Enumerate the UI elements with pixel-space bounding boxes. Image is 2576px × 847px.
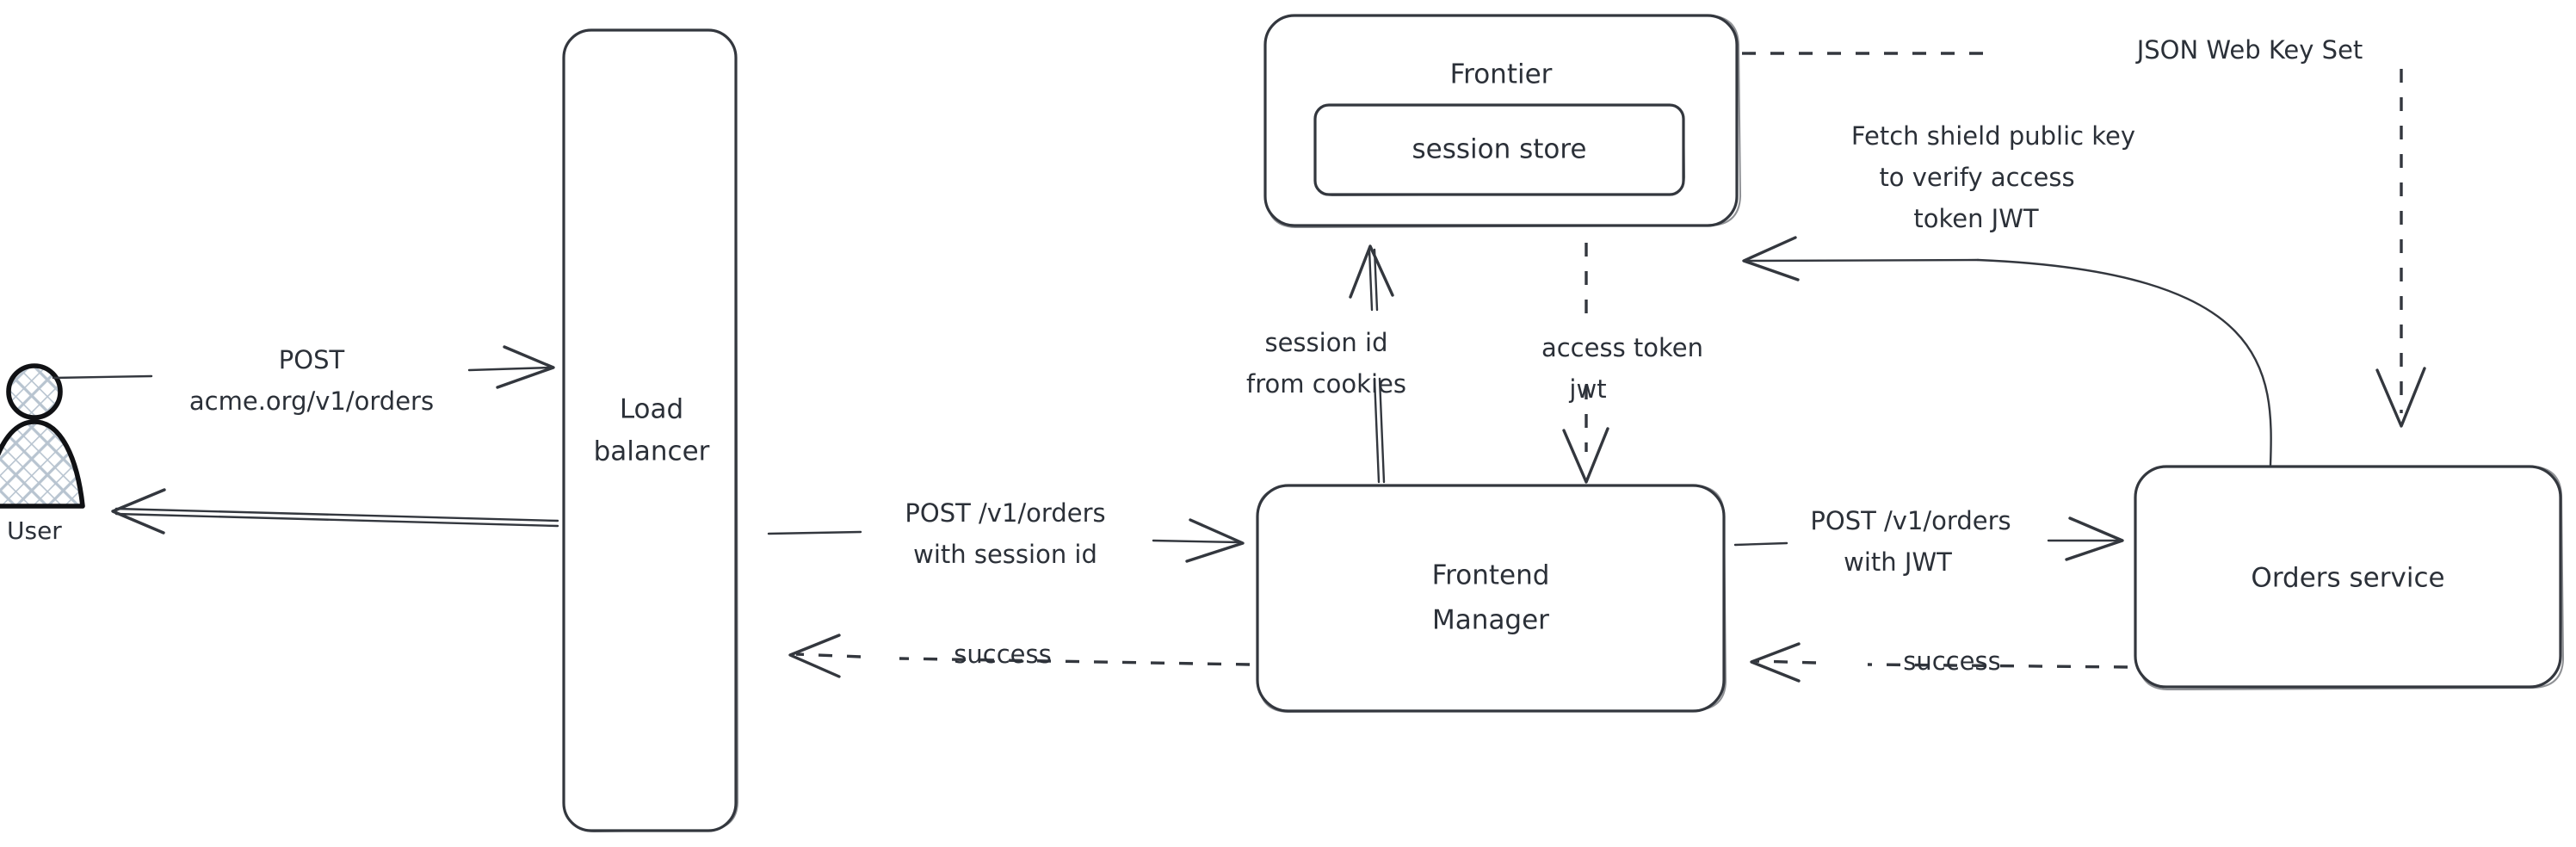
node-frontend-manager[interactable]: Frontend Manager [1256, 484, 1727, 714]
edge-load-balancer-to-user [111, 488, 559, 535]
edge-fm-to-lb-success: success [788, 634, 1251, 678]
edge-orders-to-frontier-label-line3: token JWT [1913, 204, 2039, 233]
edge-fm-to-orders-label-line2: with JWT [1844, 547, 1952, 577]
edge-fm-to-lb-success-label: success [954, 640, 1051, 669]
edge-lb-to-fm-label-line1: POST /v1/orders [905, 498, 1105, 528]
edge-frontier-to-fm-label-line1: access token [1541, 333, 1703, 362]
node-frontend-manager-label-line1: Frontend [1432, 560, 1550, 591]
node-frontend-manager-label-line2: Manager [1432, 605, 1549, 636]
edge-fm-to-orders-label-line1: POST /v1/orders [1810, 506, 2011, 535]
edge-frontier-to-fm: access token jwt [1541, 243, 1703, 484]
edge-user-to-lb-label-line2: acme.org/v1/orders [189, 386, 434, 416]
edge-orders-to-frontier-fetch: Fetch shield public key to verify access… [1742, 121, 2272, 467]
edge-frontier-to-orders-jwks: JSON Web Key Set [1742, 35, 2426, 428]
edge-fm-to-frontier-label-line2: from cookies [1246, 369, 1406, 399]
edge-orders-to-frontier-label-line2: to verify access [1879, 163, 2074, 192]
edge-lb-to-frontend-manager: POST /v1/orders with session id [767, 498, 1245, 569]
edge-orders-to-fm-success-label: success [1903, 646, 2000, 676]
node-frontier-label: Frontier [1450, 59, 1553, 90]
node-frontier[interactable]: Frontier session store [1263, 14, 1742, 229]
edge-user-to-lb-label-line1: POST [279, 345, 345, 374]
node-load-balancer-label-line1: Load [620, 394, 683, 425]
edge-frontier-to-orders-jwks-label: JSON Web Key Set [2135, 35, 2363, 65]
edge-orders-to-frontier-label-line1: Fetch shield public key [1851, 121, 2135, 151]
node-session-store[interactable]: session store [1313, 103, 1686, 197]
node-load-balancer[interactable]: Load balancer [562, 28, 739, 833]
node-session-store-label: session store [1412, 134, 1586, 165]
edge-user-to-load-balancer: POST acme.org/v1/orders [52, 345, 555, 416]
edge-fm-to-frontier-label-line1: session id [1264, 328, 1387, 357]
edge-orders-to-fm-success: success [1750, 642, 2128, 683]
actor-user: User [0, 363, 85, 545]
node-orders-service-label: Orders service [2251, 563, 2444, 594]
actor-user-label: User [7, 516, 62, 545]
edge-frontier-to-fm-label-line2: jwt [1568, 374, 1606, 404]
edge-fm-to-orders-service: POST /v1/orders with JWT [1733, 506, 2124, 577]
node-load-balancer-label-line2: balancer [594, 436, 710, 467]
node-orders-service[interactable]: Orders service [2134, 465, 2565, 691]
edge-lb-to-fm-label-line2: with session id [913, 540, 1097, 569]
edge-fm-to-frontier: session id from cookies [1246, 244, 1406, 484]
